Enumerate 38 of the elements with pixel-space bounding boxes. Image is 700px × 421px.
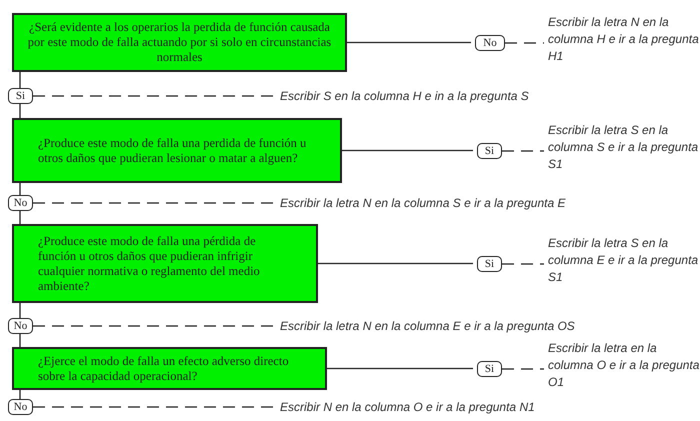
dashed-connector (505, 42, 544, 44)
instruction-text: Escribir la letra N en la columna H e ir a la pregunta H1 (548, 8, 700, 70)
dashed-connector (502, 263, 544, 265)
dashed-connector (502, 150, 544, 152)
question-box: ¿Produce este modo de falla una pérdida de función u otros daños que pudieran infrigir cualquier normativa o reglamento del medio ambiente? (12, 224, 318, 303)
connector-line (19, 183, 21, 195)
dashed-connector (33, 95, 276, 97)
instruction-text: Escribir la letra N en la columna S e ir a la pregunta E (280, 194, 680, 212)
instruction-text: Escribir la letra N en la columna E e ir a la pregunta OS (280, 317, 680, 335)
connector-line (19, 303, 21, 318)
question-box: ¿Será evidente a los operarios la perdida de función causada por este modo de falla actuando por si solo en circunstancias normales (12, 13, 347, 72)
connector-line (347, 42, 471, 44)
connector-line (318, 262, 473, 264)
connector-line (342, 150, 473, 152)
connector-line (19, 104, 21, 118)
answer-pill: No (475, 35, 505, 51)
question-box: ¿Produce este modo de falla una perdida de función u otros daños que pudieran lesionar o matar a alguen? (12, 118, 342, 183)
connector-line (327, 368, 473, 370)
dashed-connector (502, 368, 544, 370)
answer-pill: No (8, 399, 33, 415)
answer-pill: No (8, 195, 33, 211)
connector-line (19, 211, 21, 224)
dashed-connector (33, 202, 276, 204)
instruction-text: Escribir la letra S en la columna S e ir a la pregunta S1 (548, 116, 700, 178)
answer-pill: Si (477, 256, 502, 272)
connector-line (19, 72, 21, 88)
answer-pill: Si (477, 361, 502, 377)
dashed-connector (33, 325, 276, 327)
instruction-text: Escribir la letra S en la columna E e ir a la pregunta S1 (548, 229, 700, 291)
instruction-text: Escribir S en la columna H e in a la pregunta S (280, 87, 640, 105)
question-box: ¿Ejerce el modo de falla un efecto adverso directo sobre la capacidad operacional? (12, 347, 327, 390)
answer-pill: No (8, 318, 33, 334)
dashed-connector (33, 406, 276, 408)
answer-pill: Si (8, 88, 33, 104)
connector-line (19, 334, 21, 347)
answer-pill: Si (477, 143, 502, 159)
instruction-text: Escribir la letra en la columna O e ir a la pregunta O1 (548, 334, 700, 396)
instruction-text: Escribir N en la columna O e ir a la pregunta N1 (280, 398, 680, 416)
